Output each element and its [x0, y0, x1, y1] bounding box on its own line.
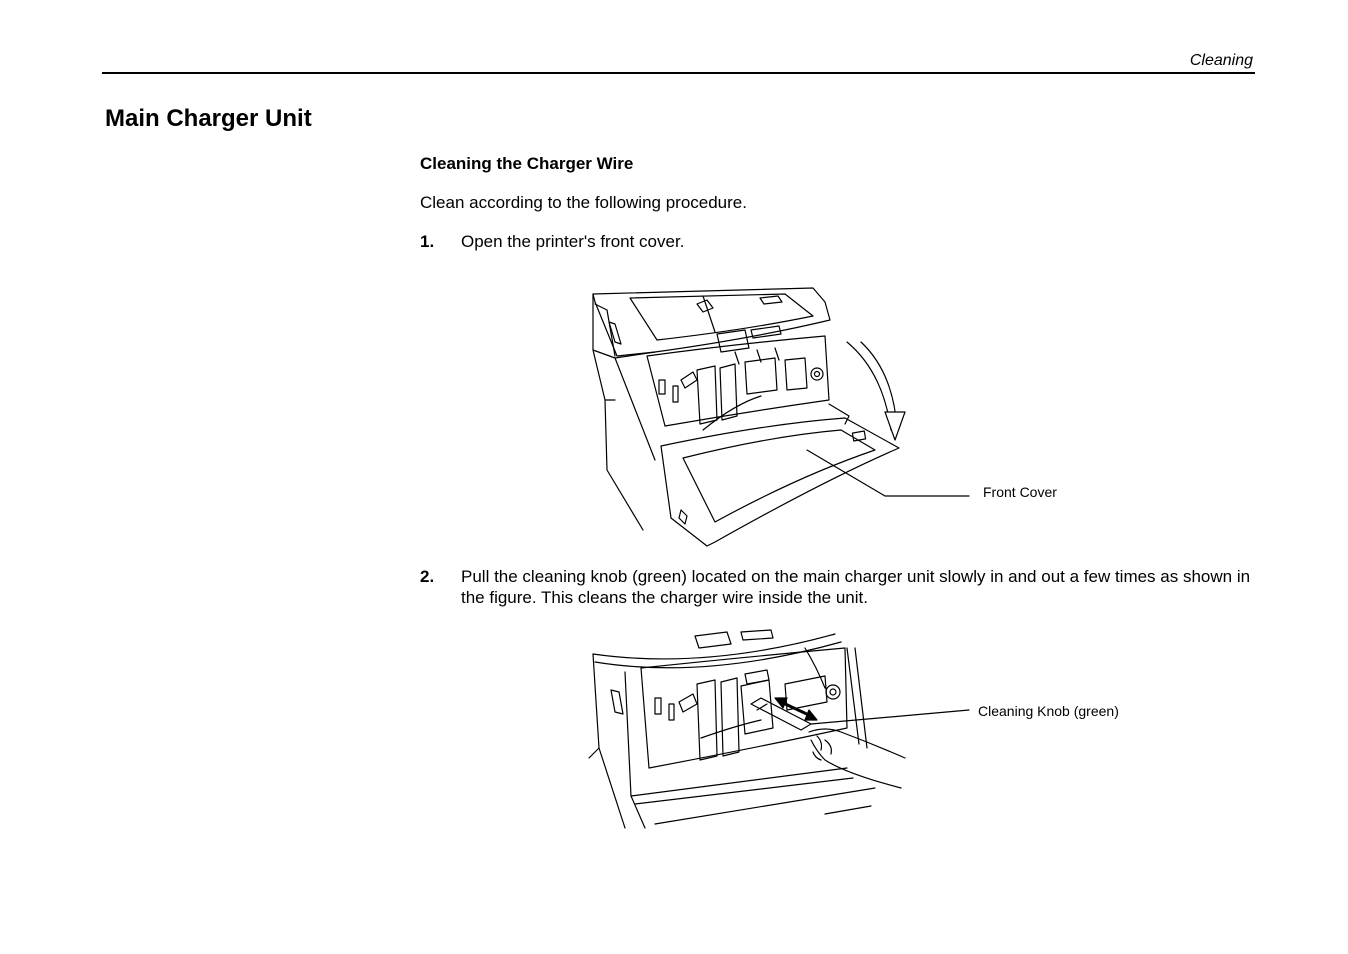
subsection-title: Cleaning the Charger Wire: [420, 154, 634, 173]
figure-front-cover-open: [585, 280, 1075, 550]
section-title: Main Charger Unit: [105, 105, 312, 132]
intro-paragraph: Clean according to the following procedu…: [420, 193, 747, 212]
step-number: 2.: [420, 567, 435, 586]
front-cover-callout: Front Cover: [983, 484, 1057, 500]
step-text: Pull the cleaning knob (green) located o…: [461, 567, 1251, 607]
printer-front-cover-illustration: [592, 287, 970, 547]
running-header-title: Cleaning: [1189, 52, 1253, 69]
step-number: 1.: [420, 232, 435, 251]
figure-cleaning-knob: [585, 628, 1135, 838]
step-text: Open the printer's front cover.: [461, 232, 685, 251]
cleaning-knob-callout: Cleaning Knob (green): [978, 703, 1119, 719]
cleaning-knob-illustration: [588, 629, 970, 829]
header-rule: [102, 72, 1255, 74]
